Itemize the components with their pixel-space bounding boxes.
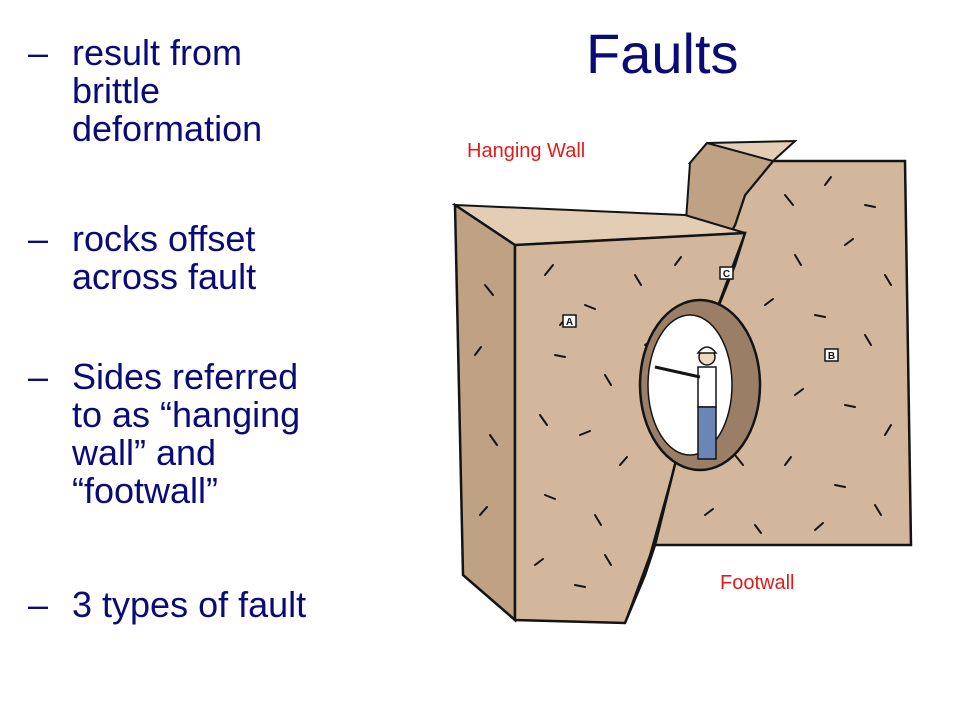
miner-arm <box>654 365 701 379</box>
bullet-line: Sides referred <box>72 356 299 397</box>
bullet-dash: – <box>28 584 49 625</box>
marker-b: B <box>824 348 839 362</box>
bullet-line: to as “hanging <box>72 394 301 435</box>
bullet-line: result from <box>72 32 243 73</box>
cave-light <box>647 314 733 456</box>
footwall-label: Footwall <box>720 572 795 594</box>
marker-b-letter: B <box>828 351 835 362</box>
bullet-line: wall” and <box>72 432 217 473</box>
bullet-line: rocks offset <box>72 218 256 259</box>
bullet-item-brittle: – result from brittle deformation <box>28 34 262 148</box>
hanging-wall-side-face <box>453 202 517 623</box>
bullet-dash: – <box>28 356 49 397</box>
marker-a: A <box>562 314 577 328</box>
bullet-line: “footwall” <box>72 470 219 511</box>
miner-helmet <box>696 346 718 354</box>
bullet-dash: – <box>28 32 49 73</box>
bullet-line: across fault <box>72 256 257 297</box>
fault-block-diagram: A B C <box>451 139 913 625</box>
marker-c-letter: C <box>723 269 730 280</box>
rock-texture <box>474 176 892 588</box>
bullet-item-offset: – rocks offset across fault <box>28 220 256 296</box>
marker-c: C <box>719 266 734 280</box>
bullet-item-types: – 3 types of fault <box>28 586 306 624</box>
bullet-line: brittle <box>72 70 161 111</box>
bullet-line: 3 types of fault <box>72 584 307 625</box>
bullet-line: deformation <box>72 108 263 149</box>
slide-title: Faults <box>586 22 739 85</box>
miner-figure <box>654 346 718 460</box>
fault-trace-line <box>624 232 746 624</box>
miner-legs <box>697 406 717 460</box>
bullet-item-sides: – Sides referred to as “hanging wall” an… <box>28 358 300 510</box>
hanging-wall-label: Hanging Wall <box>467 140 586 162</box>
bullet-dash: – <box>28 218 49 259</box>
miner-torso <box>697 366 717 408</box>
marker-a-letter: A <box>566 317 573 328</box>
